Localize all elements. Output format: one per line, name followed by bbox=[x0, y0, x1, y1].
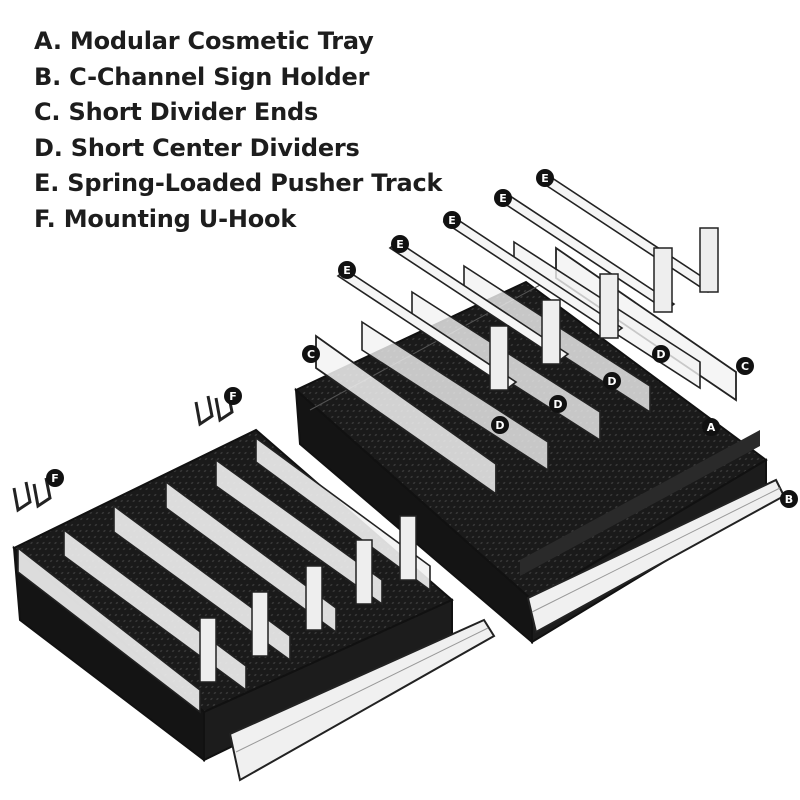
callout-e-2: E bbox=[391, 235, 409, 253]
legend-item-f: F. Mounting U-Hook bbox=[34, 204, 297, 233]
callout-e-5: E bbox=[536, 169, 554, 187]
svg-text:D: D bbox=[495, 419, 504, 432]
pusher-tracks-right bbox=[336, 173, 719, 391]
svg-text:E: E bbox=[448, 214, 456, 227]
callout-d-1: D bbox=[491, 416, 509, 434]
callout-e-4: E bbox=[494, 189, 512, 207]
legend-item-e: E. Spring-Loaded Pusher Track bbox=[34, 169, 443, 197]
callout-f-upper: F bbox=[224, 387, 242, 405]
callout-c-left: C bbox=[302, 345, 320, 363]
legend-item-b: B. C-Channel Sign Holder bbox=[34, 62, 370, 91]
callout-f-lower: F bbox=[46, 469, 64, 487]
callout-e-3: E bbox=[443, 211, 461, 229]
svg-text:D: D bbox=[607, 375, 616, 388]
callout-d-4: D bbox=[652, 345, 670, 363]
legend-item-c: C. Short Divider Ends bbox=[34, 98, 319, 126]
svg-text:E: E bbox=[343, 264, 351, 277]
svg-text:C: C bbox=[741, 360, 749, 373]
callout-d-3: D bbox=[603, 372, 621, 390]
svg-text:E: E bbox=[499, 192, 507, 205]
svg-text:D: D bbox=[656, 348, 665, 361]
sign-holder-left bbox=[228, 618, 496, 782]
svg-text:F: F bbox=[229, 390, 237, 403]
u-hook-lower bbox=[12, 477, 52, 513]
svg-text:B: B bbox=[785, 493, 793, 506]
legend-item-d: D. Short Center Dividers bbox=[34, 133, 360, 162]
callout-d-2: D bbox=[549, 395, 567, 413]
svg-text:E: E bbox=[396, 238, 404, 251]
callout-b: B bbox=[780, 490, 798, 508]
assembled-dividers-left bbox=[17, 436, 431, 714]
parts-legend: A. Modular Cosmetic Tray B. C-Channel Si… bbox=[34, 24, 442, 237]
callout-e-1: E bbox=[338, 261, 356, 279]
callout-c-right: C bbox=[736, 357, 754, 375]
svg-text:C: C bbox=[307, 348, 315, 361]
svg-text:A: A bbox=[707, 421, 716, 434]
svg-text:D: D bbox=[553, 398, 562, 411]
svg-text:E: E bbox=[541, 172, 549, 185]
svg-text:F: F bbox=[51, 472, 59, 485]
callout-a: A bbox=[702, 418, 720, 436]
legend-item-a: A. Modular Cosmetic Tray bbox=[34, 27, 374, 55]
